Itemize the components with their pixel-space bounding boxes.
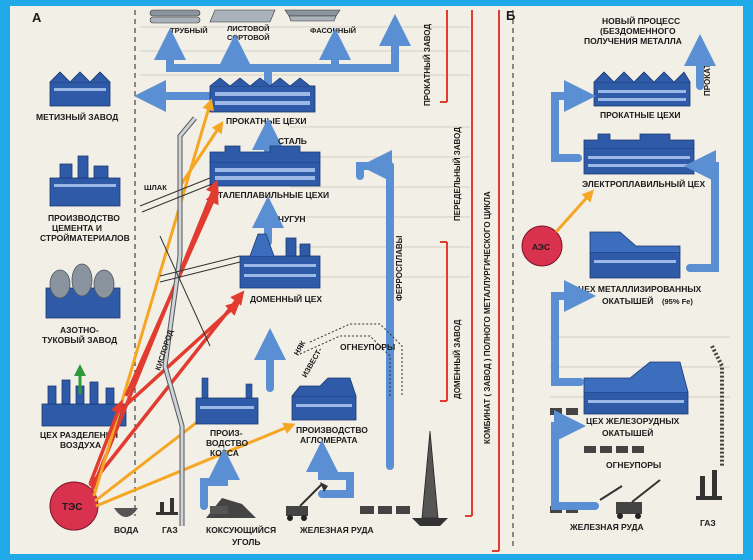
refractories-a-label: ОГНЕУПОРЫ: [340, 342, 395, 352]
gas-label-a: ГАЗ: [162, 525, 178, 535]
steel-shops-building: [209, 145, 321, 187]
coke-coal-label-1: КОКСУЮЩИЙСЯ: [206, 524, 276, 535]
coke-production-building: [195, 377, 259, 425]
b-ore-pellets-building: [583, 361, 689, 415]
blast-furnace-label: ДОМЕННЫЙ ЦЕХ: [250, 293, 322, 304]
cement-label-2: ЦЕМЕНТА И: [52, 223, 102, 233]
hardware-plant-building: [49, 71, 111, 107]
oxygen-pipe: [162, 116, 197, 526]
b-metallized-label-1: ЦЕХ МЕТАЛЛИЗИРОВАННЫХ: [578, 284, 702, 294]
slag-label: ШЛАК: [144, 183, 167, 192]
b-metallized-building: [589, 231, 681, 279]
raw-material-arrows: [200, 150, 394, 510]
product-shaped-label: ФАСОННЫЙ: [310, 26, 356, 35]
water-icon: [114, 508, 138, 517]
label-combine: КОМБИНАТ ( ЗАВОД ) ПОЛНОГО МЕТАЛЛУРГИЧЕС…: [483, 191, 492, 444]
tes-label: ТЭС: [62, 502, 82, 513]
b-vertical-track: [710, 345, 724, 466]
b-title-2: (БЕЗДОМЕННОГО: [600, 26, 676, 36]
b-excavator: [550, 479, 661, 519]
water-label: ВОДА: [114, 525, 139, 535]
energy-arrows: [88, 98, 296, 508]
air-separation-building: [41, 379, 127, 427]
air-sep-label-2: ВОЗДУХА: [60, 440, 101, 450]
rolling-output-arrows: [134, 14, 411, 112]
slag-conveyor: [139, 177, 241, 347]
b-aes-arrow: [554, 189, 595, 234]
excavator-icon-a: [286, 482, 410, 521]
flux-label-1: ИЗВЕСТ-: [300, 346, 324, 379]
limestone-rails: [299, 323, 403, 396]
b-ore-pellets-label-2: ОКАТЫШЕЙ: [602, 427, 653, 438]
agglomerate-building: [291, 377, 357, 421]
label-blast-plant: ДОМЕННЫЙ ЗАВОД: [453, 319, 462, 399]
plant-brackets: [440, 10, 500, 552]
nitrogen-label-1: АЗОТНО-: [60, 325, 99, 335]
b-gas-label: ГАЗ: [700, 518, 716, 528]
nitrogen-plant-building: [45, 263, 121, 319]
ferroalloys-label: ФЕРРОСПЛАВЫ: [395, 235, 404, 301]
b-flow-arrows: [551, 80, 719, 510]
b-metallized-fe: (95% Fe): [662, 297, 693, 306]
steel-shops-label: СТАЛЕПЛАВИЛЬНЫЕ ЦЕХИ: [212, 190, 329, 200]
diagram-frame: А Б ПРОКАТНЫЙ ЗАВОД ПЕРЕДЕЛЬНЫЙ ЗАВОД ДО…: [10, 6, 743, 554]
flux-label-2: НЯК: [292, 339, 308, 357]
sheet-icon: [209, 9, 276, 23]
panel-a-letter: А: [32, 10, 42, 25]
hardware-plant-label: МЕТИЗНЫЙ ЗАВОД: [36, 111, 118, 122]
agglo-label-2: АГЛОМЕРАТА: [300, 435, 358, 445]
b-title-3: ПОЛУЧЕНИЯ МЕТАЛЛА: [584, 36, 682, 46]
metallurgy-diagram: А Б ПРОКАТНЫЙ ЗАВОД ПЕРЕДЕЛЬНЫЙ ЗАВОД ДО…: [32, 8, 730, 552]
rolled-products: [149, 9, 341, 24]
pipes-icon: [149, 9, 201, 24]
rolling-shops-building: [209, 77, 316, 113]
iron-ore-a-label: ЖЕЛЕЗНАЯ РУДА: [299, 525, 374, 535]
air-sep-label-1: ЦЕХ РАЗДЕЛЕНИЯ: [40, 430, 118, 440]
b-iron-ore-label: ЖЕЛЕЗНАЯ РУДА: [569, 522, 644, 532]
cement-label-3: СТРОЙМАТЕРИАЛОВ: [40, 232, 130, 243]
b-gas-icon: [696, 470, 722, 500]
product-section-label: СОРТОВОЙ: [227, 33, 270, 42]
cast-iron-label: ЧУГУН: [278, 214, 306, 224]
gas-icon-a: [156, 498, 178, 515]
coke-prod-label-1: ПРОИЗ-: [210, 428, 243, 438]
label-rolling-plant: ПРОКАТНЫЙ ЗАВОД: [423, 24, 432, 106]
b-title-1: НОВЫЙ ПРОЦЕСС: [602, 15, 680, 26]
rolling-shops-label: ПРОКАТНЫЕ ЦЕХИ: [226, 116, 307, 126]
b-aes-label: АЭС: [532, 242, 550, 252]
agglo-label-1: ПРОИЗВОДСТВО: [296, 425, 368, 435]
nitrogen-label-2: ТУКОВЫЙ ЗАВОД: [42, 334, 117, 345]
b-rolling-shops-building: [593, 71, 691, 107]
cement-plant-building: [49, 155, 121, 207]
cement-label-1: ПРОИЗВОДСТВО: [48, 213, 120, 223]
drilling-cone: [412, 430, 448, 526]
coal-icon: [206, 498, 256, 518]
label-converting-plant: ПЕРЕДЕЛЬНЫЙ ЗАВОД: [453, 127, 462, 221]
b-rolling-shops-label: ПРОКАТНЫЕ ЦЕХИ: [600, 110, 681, 120]
steel-label: СТАЛЬ: [278, 136, 307, 146]
b-electric-shop-label: ЭЛЕКТРОПЛАВИЛЬНЫЙ ЦЕХ: [582, 178, 705, 189]
product-pipe-label: ТРУБНЫЙ: [170, 26, 208, 35]
product-sheet-label: ЛИСТОВОЙ: [227, 24, 270, 33]
panel-b-letter: Б: [506, 8, 515, 23]
coke-coal-label-2: УГОЛЬ: [232, 537, 260, 547]
b-aes-circle: [521, 225, 563, 267]
b-refractories-label: ОГНЕУПОРЫ: [606, 460, 661, 470]
blast-furnace-building: [239, 233, 321, 289]
rolled-label: ПРОКАТ: [703, 64, 712, 96]
profile-icon: [284, 9, 341, 22]
b-metallized-label-2: ОКАТЫШЕЙ: [602, 295, 653, 306]
b-electric-shop-building: [583, 133, 695, 175]
coke-prod-label-3: КОКСА: [210, 448, 239, 458]
b-ore-pellets-label-1: ЦЕХ ЖЕЛЕЗОРУДНЫХ: [586, 416, 680, 426]
coke-prod-label-2: ВОДСТВО: [206, 438, 249, 448]
